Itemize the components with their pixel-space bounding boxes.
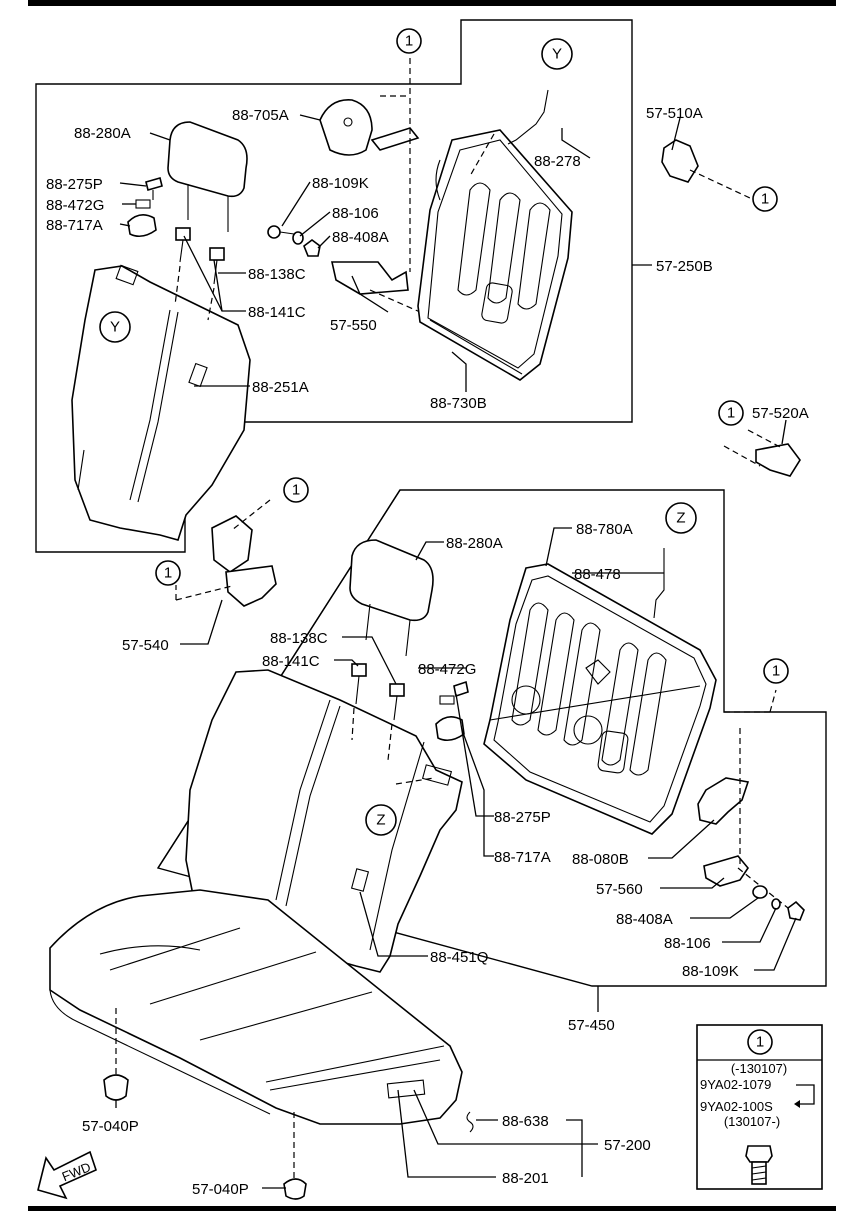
- label-88-106-mid: 88-106: [664, 935, 711, 952]
- label-88-141C-mid: 88-141C: [262, 653, 320, 670]
- hinge-57-520A: [723, 429, 801, 477]
- label-57-450: 57-450: [568, 1017, 615, 1034]
- label-88-106-top: 88-106: [332, 205, 379, 222]
- label-88-280A-mid: 88-280A: [446, 535, 503, 552]
- bottom-border: [28, 1206, 836, 1211]
- label-88-472G-mid: 88-472G: [418, 661, 476, 678]
- pins-middle: [351, 663, 469, 785]
- label-88-141C-top: 88-141C: [248, 304, 306, 321]
- label-88-408A-top: 88-408A: [332, 229, 389, 246]
- svg-text:1: 1: [761, 191, 769, 208]
- seatback-cushion: [71, 264, 251, 541]
- callout-z-b: Z: [365, 804, 397, 836]
- hinge-cover: [319, 99, 373, 156]
- label-57-550: 57-550: [330, 317, 377, 334]
- label-57-510A: 57-510A: [646, 105, 703, 122]
- fwd-arrow-icon: FWD: [37, 1150, 97, 1200]
- seat-cushion: [49, 889, 463, 1125]
- label-88-780A: 88-780A: [576, 521, 633, 538]
- callout-1-a: 1: [396, 28, 422, 54]
- svg-text:1: 1: [727, 405, 735, 422]
- headrest-top: [167, 121, 248, 232]
- svg-text:1: 1: [405, 33, 413, 50]
- callout-1-d: 1: [283, 477, 309, 503]
- label-88-278: 88-278: [534, 153, 581, 170]
- label-88-109K-top: 88-109K: [312, 175, 369, 192]
- callout-1-c: 1: [718, 400, 744, 426]
- headrest-middle: [349, 539, 434, 657]
- bolt-set-top: [267, 225, 321, 257]
- label-57-200: 57-200: [604, 1137, 651, 1154]
- svg-text:FWD: FWD: [60, 1159, 93, 1184]
- svg-text:1: 1: [772, 663, 780, 680]
- callout-1-f: 1: [763, 658, 789, 684]
- label-57-520A: 57-520A: [752, 405, 809, 422]
- label-88-080B: 88-080B: [572, 851, 629, 868]
- hinge-88-080B: [697, 689, 789, 909]
- callout-1-b: 1: [752, 186, 778, 212]
- svg-text:1: 1: [292, 482, 300, 499]
- hook-88-638: [466, 1111, 474, 1133]
- svg-text:1: 1: [164, 565, 172, 582]
- label-88-478: 88-478: [574, 566, 621, 583]
- seatback-group-frame: [35, 19, 633, 553]
- hinge-bracket: [370, 127, 420, 151]
- top-border: [28, 0, 836, 6]
- callout-z-a: Z: [665, 502, 697, 534]
- label-88-408A-mid: 88-408A: [616, 911, 673, 928]
- label-88-275P-top: 88-275P: [46, 176, 103, 193]
- legend-date-before: (-130107): [731, 1061, 787, 1076]
- leader-lines: [115, 114, 797, 1189]
- svg-text:1: 1: [756, 1034, 764, 1051]
- label-88-705A: 88-705A: [232, 107, 289, 124]
- callout-y-a: Y: [541, 38, 573, 70]
- label-88-251A: 88-251A: [252, 379, 309, 396]
- label-57-040P-b: 57-040P: [192, 1181, 249, 1198]
- label-57-250B: 57-250B: [656, 258, 713, 275]
- label-57-040P-a: 57-040P: [82, 1118, 139, 1135]
- legend-part-after: 9YA02-100S: [700, 1099, 773, 1114]
- bolt-set-middle: [752, 885, 805, 921]
- seatback-frame-top: [417, 129, 573, 381]
- legend-part-before: 9YA02-1079: [700, 1077, 771, 1092]
- label-88-275P-mid: 88-275P: [494, 809, 551, 826]
- label-88-717A-top: 88-717A: [46, 217, 103, 234]
- wire-88-478: [653, 548, 665, 619]
- label-88-451Q: 88-451Q: [430, 949, 488, 966]
- legend-box: 1 (-130107) 9YA02-1079 9YA02-100S (13010…: [696, 1024, 823, 1190]
- legend-date-after: (130107-): [724, 1114, 780, 1129]
- hinge-57-510A: [661, 139, 751, 199]
- label-88-472G-top: 88-472G: [46, 197, 104, 214]
- label-57-560: 57-560: [596, 881, 643, 898]
- svg-text:Y: Y: [110, 319, 120, 336]
- label-88-717A-mid: 88-717A: [494, 849, 551, 866]
- label-88-138C-top: 88-138C: [248, 266, 306, 283]
- label-88-109K-mid: 88-109K: [682, 963, 739, 980]
- callout-1-e: 1: [155, 560, 181, 586]
- bracket-57-550: [331, 261, 409, 295]
- label-88-638: 88-638: [502, 1113, 549, 1130]
- svg-text:Y: Y: [552, 46, 562, 63]
- label-57-540: 57-540: [122, 637, 169, 654]
- callout-y-b: Y: [99, 311, 131, 343]
- hinge-57-540: [175, 499, 277, 607]
- label-88-138C-mid: 88-138C: [270, 630, 328, 647]
- seatback-frame-lower: [483, 563, 717, 835]
- label-88-730B: 88-730B: [430, 395, 487, 412]
- svg-text:Z: Z: [376, 812, 385, 829]
- label-88-201: 88-201: [502, 1170, 549, 1187]
- label-88-280A-top: 88-280A: [74, 125, 131, 142]
- seatback-cushion-lower: [185, 669, 463, 973]
- svg-text:Z: Z: [676, 510, 685, 527]
- clip-57-040P: [103, 1008, 307, 1200]
- wire-88-278: [507, 89, 549, 145]
